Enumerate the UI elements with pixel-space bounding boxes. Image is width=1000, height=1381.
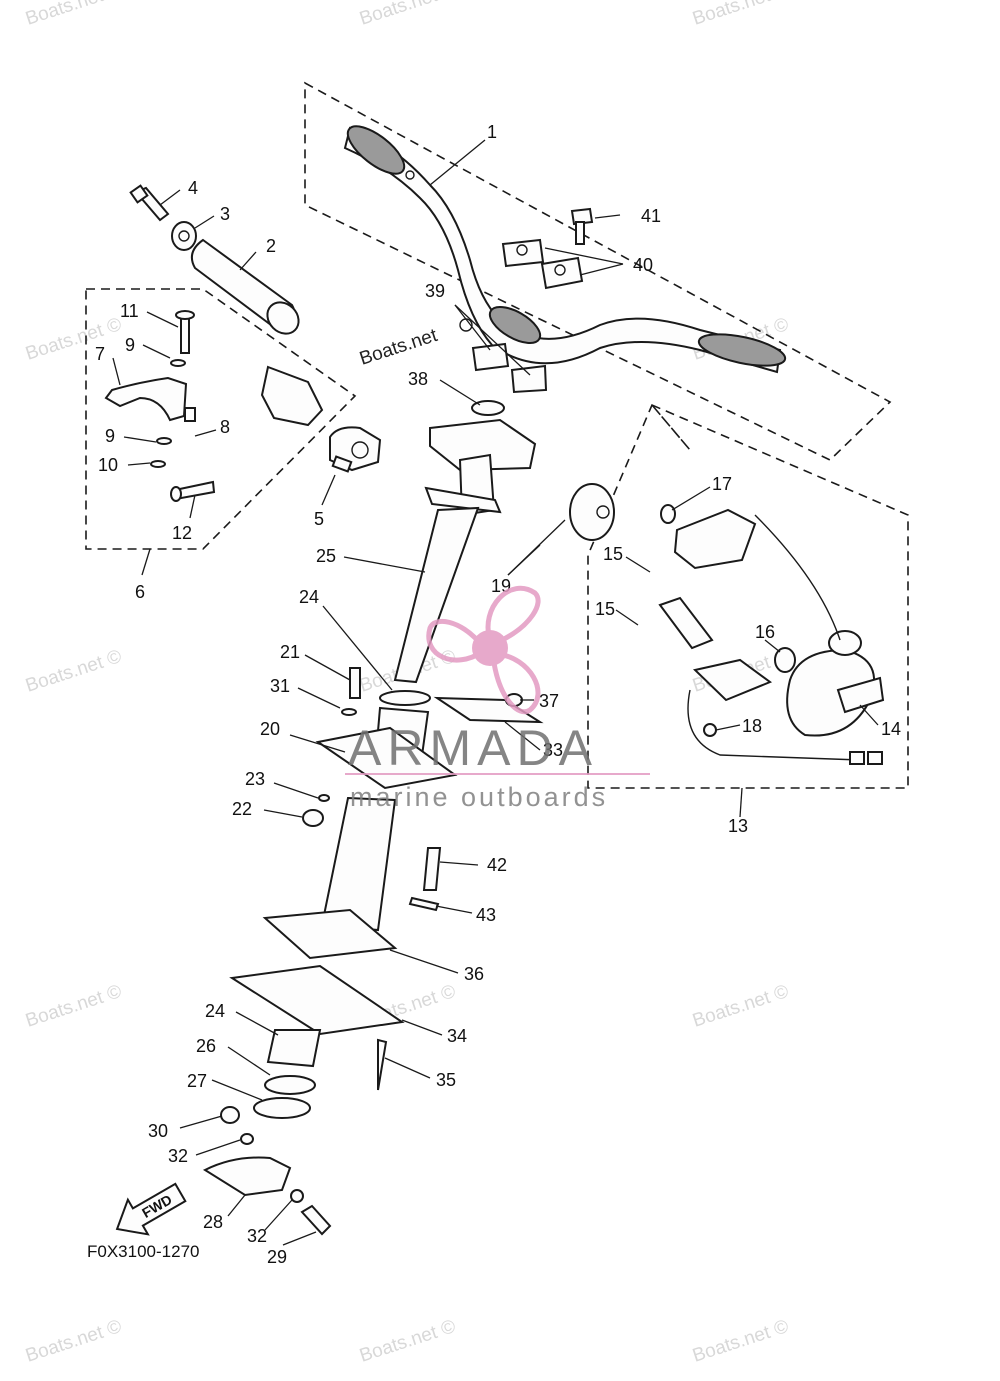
callout-12: 12 <box>172 523 192 543</box>
callout-24: 24 <box>299 587 319 607</box>
callout-15: 15 <box>603 544 623 564</box>
callout-22: 22 <box>232 799 252 819</box>
callout-25: 25 <box>316 546 336 566</box>
callout-6: 6 <box>135 582 145 602</box>
watermark: Boats.net © <box>357 0 458 30</box>
brand-logo: ARMADA marine outboards <box>345 585 650 812</box>
lever-assembly <box>104 310 324 502</box>
callout-26: 26 <box>196 1036 216 1056</box>
callout-11: 11 <box>120 301 139 321</box>
throttle-grip-group <box>129 184 300 335</box>
callout-34: 34 <box>447 1026 467 1046</box>
fwd-arrow: FWD <box>115 1182 187 1236</box>
callout-15: 15 <box>595 599 615 619</box>
callout-8: 8 <box>220 417 230 437</box>
callout-40: 40 <box>633 255 653 275</box>
callout-9: 9 <box>105 426 115 446</box>
bar-grip-right <box>697 333 787 367</box>
callout-1: 1 <box>487 122 497 142</box>
callout-29: 29 <box>267 1247 287 1267</box>
callout-18: 18 <box>742 716 762 736</box>
callout-32: 32 <box>168 1146 188 1166</box>
callout-33: 33 <box>543 740 563 760</box>
watermark: Boats.net © <box>690 1316 791 1367</box>
callout-labels: 1 2 3 4 5 6 7 8 9 9 10 11 12 13 14 15 15… <box>95 122 901 1267</box>
callout-9: 9 <box>125 335 135 355</box>
steering-column <box>202 400 544 1236</box>
watermark: Boats.net © <box>690 0 791 30</box>
callout-32: 32 <box>247 1226 267 1246</box>
callout-23: 23 <box>245 769 265 789</box>
watermark: Boats.net © <box>23 1316 124 1367</box>
callout-43: 43 <box>476 905 496 925</box>
leader-lines <box>112 139 879 1246</box>
watermark: Boats.net © <box>23 0 124 30</box>
watermark: Boats.net © <box>23 981 124 1032</box>
callout-2: 2 <box>266 236 276 256</box>
callout-42: 42 <box>487 855 507 875</box>
callout-36: 36 <box>464 964 484 984</box>
watermark: Boats.net © <box>690 981 791 1032</box>
figure-code: F0X3100-1270 <box>87 1242 199 1261</box>
propeller-icon <box>426 585 541 715</box>
brand-tagline: marine outboards <box>350 782 608 812</box>
callout-4: 4 <box>188 178 198 198</box>
watermark: Boats.net © <box>357 1316 458 1367</box>
callout-30: 30 <box>148 1121 168 1141</box>
bar-grip-left <box>346 125 406 175</box>
watermark: Boats.net © <box>23 314 124 365</box>
callout-21: 21 <box>280 642 300 662</box>
callout-14: 14 <box>881 719 901 739</box>
callout-5: 5 <box>314 509 324 529</box>
callout-28: 28 <box>203 1212 223 1232</box>
throttle-housing <box>329 426 382 473</box>
boats-net-label: Boats.net <box>357 325 441 370</box>
callout-31: 31 <box>270 676 290 696</box>
callout-16: 16 <box>755 622 775 642</box>
steering-handle-bar <box>343 125 787 374</box>
brand-name: ARMADA <box>348 720 598 776</box>
callout-10: 10 <box>98 455 118 475</box>
callout-38: 38 <box>408 369 428 389</box>
callout-37: 37 <box>539 691 559 711</box>
callout-24: 24 <box>205 1001 225 1021</box>
watermark-layer: Boats.net © Boats.net © Boats.net © Boat… <box>23 0 791 1367</box>
callout-20: 20 <box>260 719 280 739</box>
callout-17: 17 <box>712 474 732 494</box>
callout-3: 3 <box>220 204 230 224</box>
callout-39: 39 <box>425 281 445 301</box>
callout-35: 35 <box>436 1070 456 1090</box>
callout-41: 41 <box>641 206 661 226</box>
callout-7: 7 <box>95 344 105 364</box>
callout-13: 13 <box>728 816 748 836</box>
watermark: Boats.net © <box>23 646 124 697</box>
switch-assembly <box>569 483 885 765</box>
callout-27: 27 <box>187 1071 207 1091</box>
bar-grip-center <box>488 306 542 344</box>
